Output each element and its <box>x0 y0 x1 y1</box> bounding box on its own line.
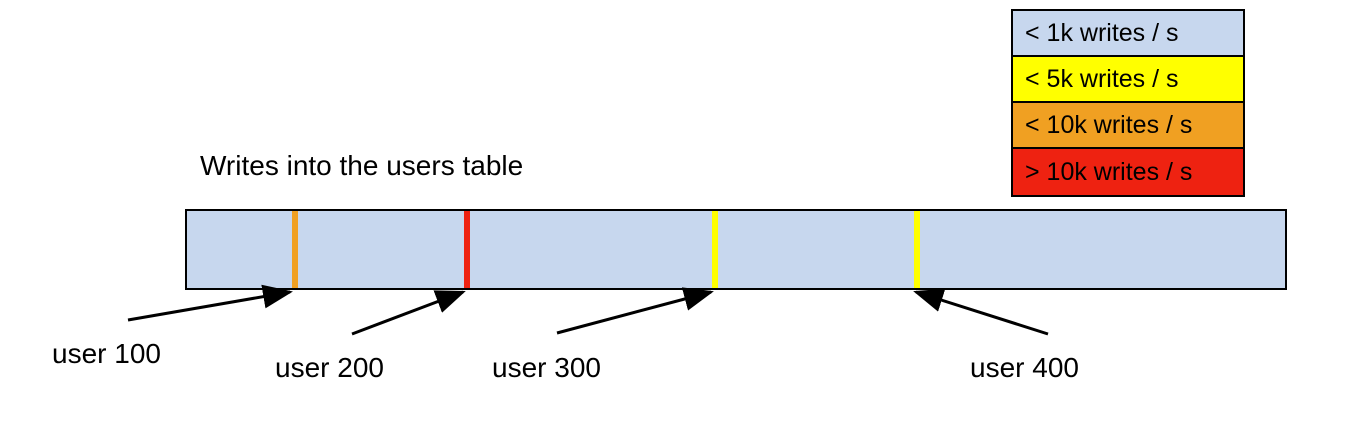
callout-arrow-2 <box>556 287 714 335</box>
user-label-3: user 400 <box>970 352 1079 383</box>
legend-label: < 5k writes / s <box>1025 64 1179 93</box>
user-label-2: user 300 <box>492 352 601 383</box>
user-400-stripe <box>914 211 920 288</box>
legend-row-1: < 5k writes / s <box>1013 57 1243 103</box>
user-100-stripe <box>292 211 298 288</box>
users-table-bar <box>185 209 1287 290</box>
user-300-stripe <box>712 211 718 288</box>
legend-row-0: < 1k writes / s <box>1013 11 1243 57</box>
chart-caption: Writes into the users table <box>200 150 524 181</box>
legend-label: < 1k writes / s <box>1025 18 1179 47</box>
legend: < 1k writes / s < 5k writes / s < 10k writ… <box>1011 9 1245 197</box>
user-label-0: user 100 <box>52 338 161 369</box>
legend-row-3: > 10k writes / s <box>1013 149 1243 195</box>
callout-arrow-3 <box>913 288 1049 336</box>
user-200-stripe <box>464 211 470 288</box>
legend-label: > 10k writes / s <box>1025 157 1193 186</box>
legend-row-2: < 10k writes / s <box>1013 103 1243 149</box>
legend-label: < 10k writes / s <box>1025 110 1193 139</box>
callout-arrow-0 <box>127 284 293 322</box>
user-label-1: user 200 <box>275 352 384 383</box>
callout-arrow-1 <box>351 290 466 336</box>
